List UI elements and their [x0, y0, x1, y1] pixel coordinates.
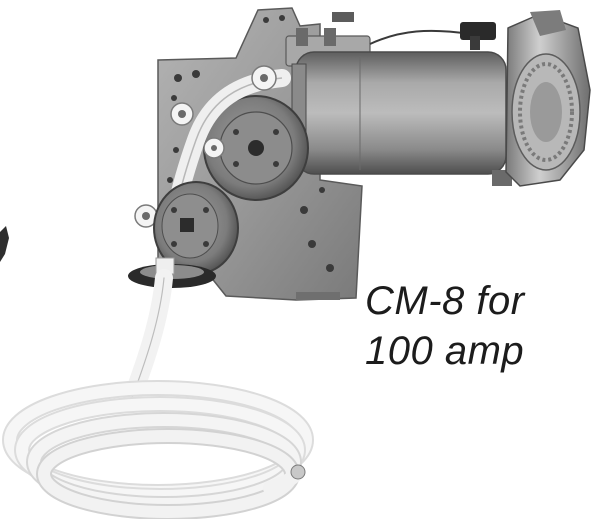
- guide-rollers: [134, 65, 277, 228]
- end-cap: [505, 10, 591, 187]
- caption-model-line: CM-8 for: [365, 279, 525, 323]
- plate-bolt-holes: [167, 15, 334, 272]
- upper-pulley-wheel: [203, 95, 309, 201]
- lower-pulley-wheel: [153, 181, 239, 275]
- motor-housing: [291, 51, 512, 186]
- product-caption: CM-8 for 100 amp: [365, 276, 585, 376]
- partial-object-left-edge: [0, 226, 9, 262]
- coiled-cable: [2, 269, 314, 520]
- caption-rating-line: 100 amp: [365, 329, 525, 373]
